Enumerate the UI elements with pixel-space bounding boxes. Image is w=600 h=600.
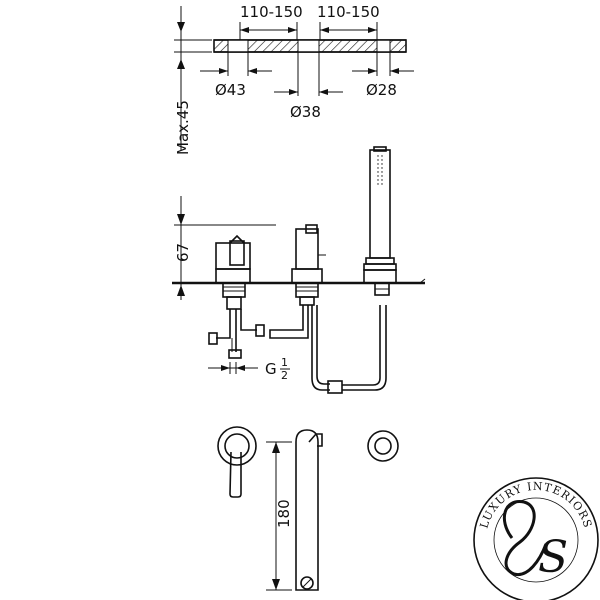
dia-right-label: Ø28	[366, 81, 397, 99]
thread-numerator: 1	[281, 356, 288, 369]
max-deck-label: Max.45	[174, 100, 192, 155]
dia-left-label: Ø43	[215, 81, 246, 99]
diverter-knob	[367, 430, 399, 462]
spacing-dimensions: 110-150 110-150	[239, 3, 380, 40]
spout-height-dimension: 180	[266, 441, 293, 591]
height-top-label: 67	[174, 243, 192, 262]
height-dimension: 67	[174, 196, 276, 300]
hand-shower	[363, 146, 397, 296]
front-view: 180	[217, 426, 399, 591]
spout-height-label: 180	[275, 499, 293, 528]
thread-dimension: G 1 2	[208, 356, 290, 382]
diameter-dimensions: Ø43 Ø38 Ø28	[200, 52, 414, 121]
spout-front	[295, 429, 323, 591]
deck-plate	[213, 39, 407, 53]
hole-center	[297, 39, 320, 53]
thread-denominator: 2	[281, 369, 288, 382]
logo-monogram: S	[538, 532, 568, 583]
spacing-left-label: 110-150	[240, 3, 303, 21]
hole-left	[227, 39, 249, 53]
top-view: Max.45 110-150 110-150	[174, 3, 414, 155]
dia-center-label: Ø38	[290, 103, 321, 121]
lever-handle	[217, 426, 257, 498]
luxury-interiors-logo: LUXURY INTERIORS S	[473, 477, 599, 600]
hole-right	[376, 39, 391, 53]
side-view: 67	[172, 146, 426, 394]
spacing-right-label: 110-150	[317, 3, 380, 21]
shower-dots	[377, 155, 383, 185]
thread-prefix-label: G	[265, 360, 277, 378]
max-deck-dimension: Max.45	[174, 6, 212, 155]
mixer-body	[208, 234, 265, 359]
spout-side	[269, 224, 387, 394]
